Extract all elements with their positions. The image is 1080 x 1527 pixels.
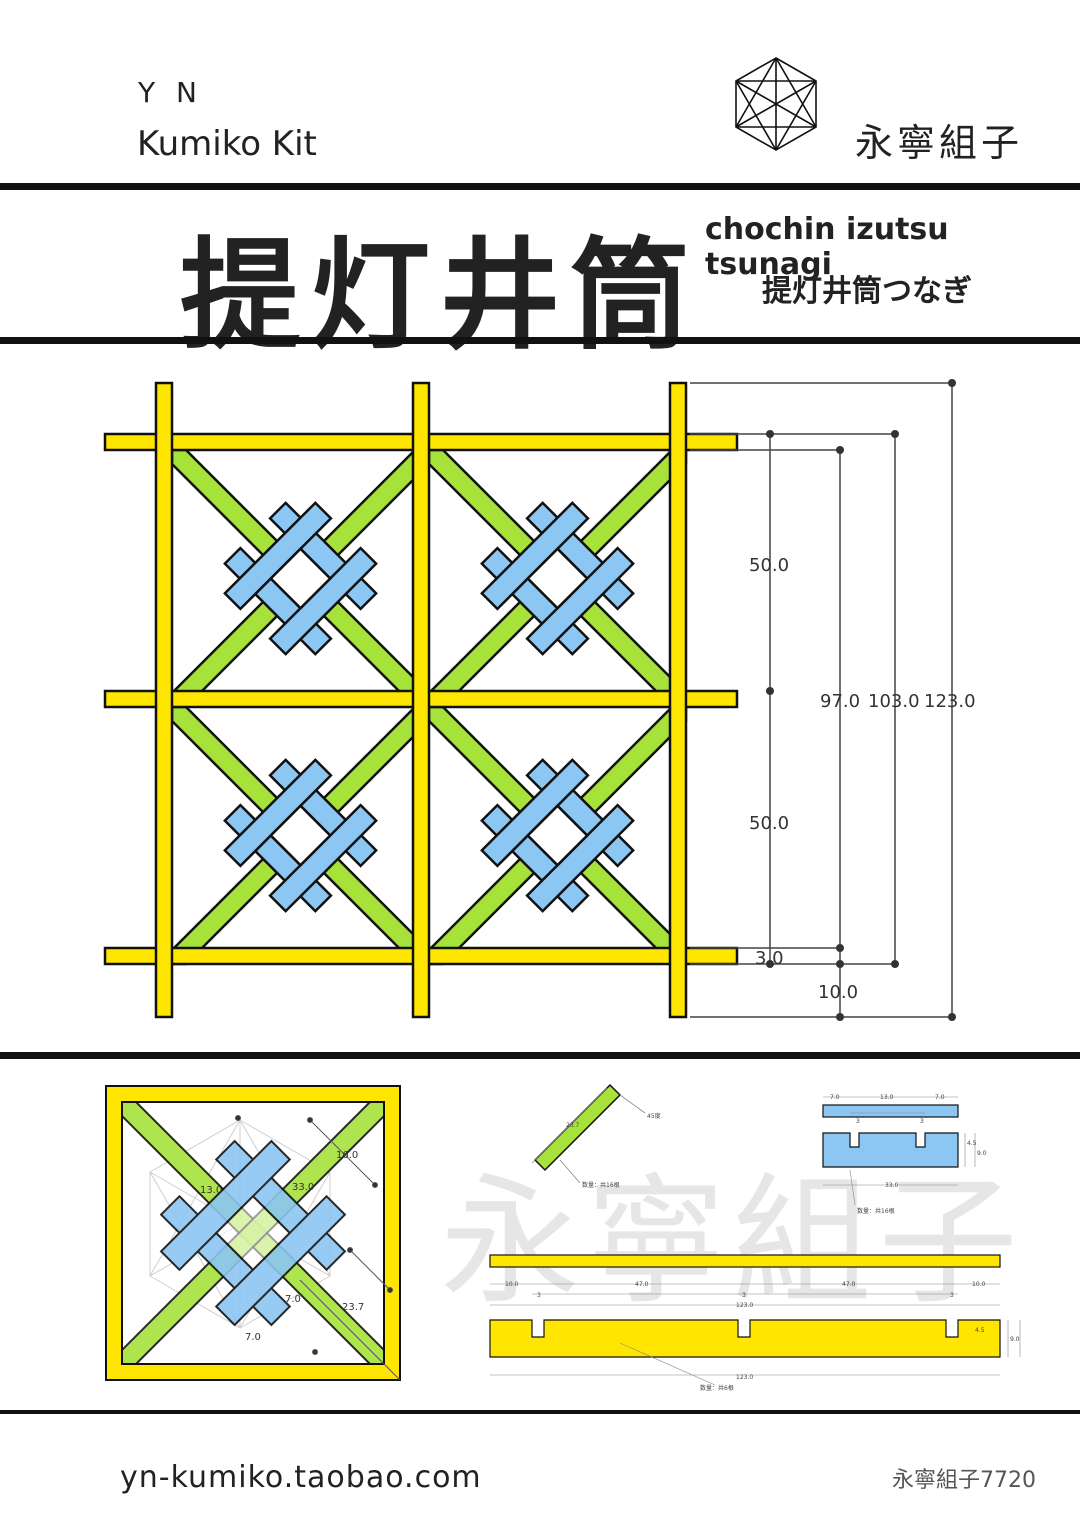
parts-drawings: 23.7 45度 数量：共16根 7.0 13.0 7.0 3 3 4.5 9.… xyxy=(489,1083,1021,1392)
dim-lower-cell: 50.0 xyxy=(749,813,789,834)
part-blue-3a: 3 xyxy=(856,1118,860,1125)
dim-upper-cell: 50.0 xyxy=(749,555,789,576)
title-romaji: chochin izutsu tsunagi xyxy=(705,212,949,282)
dim-123: 123.0 xyxy=(924,691,976,712)
detail-dim-16: 16.0 xyxy=(336,1150,358,1161)
title-japanese: 提灯井筒つなぎ xyxy=(762,274,972,309)
brand-chinese: 永寧組子 xyxy=(855,121,1024,165)
detail-dim-7b: 7.0 xyxy=(245,1332,261,1343)
dim-3: 3.0 xyxy=(755,948,784,969)
part-long-90: 9.0 xyxy=(1010,1336,1020,1343)
divider-middle xyxy=(0,337,1080,344)
part-blue-90: 9.0 xyxy=(977,1150,987,1157)
pattern-cell-top-right xyxy=(427,448,688,709)
part-long-47b: 47.0 xyxy=(842,1281,856,1288)
part-blue-3b: 3 xyxy=(920,1118,924,1125)
part-long-10b: 10.0 xyxy=(972,1281,986,1288)
watermark-logo: 永寧組子 xyxy=(440,1161,1020,1320)
part-diag-angle: 45度 xyxy=(647,1112,661,1120)
part-diag-length: 23.7 xyxy=(566,1122,580,1129)
pattern-cell-bottom-left xyxy=(170,705,431,966)
divider-top xyxy=(0,183,1080,190)
detail-dim-13: 13.0 xyxy=(200,1185,222,1196)
brand-yn: Y N xyxy=(138,76,203,109)
part-long-quantity: 数量：共6根 xyxy=(700,1384,734,1392)
svg-text:永寧組子: 永寧組子 xyxy=(440,1161,1020,1320)
part-long-47a: 47.0 xyxy=(635,1281,649,1288)
part-blue-7b: 7.0 xyxy=(935,1094,945,1101)
part-long-123a: 123.0 xyxy=(736,1302,753,1309)
brand-kit-name: Kumiko Kit xyxy=(137,124,317,164)
divider-lower xyxy=(0,1052,1080,1059)
part-long-123b: 123.0 xyxy=(736,1374,753,1381)
shop-url: yn-kumiko.taobao.com xyxy=(120,1460,482,1495)
part-long-3a: 3 xyxy=(537,1292,541,1299)
part-long-3b: 3 xyxy=(742,1292,746,1299)
part-blue-45: 4.5 xyxy=(967,1140,977,1147)
dim-97: 97.0 xyxy=(820,691,860,712)
pattern-cell-top-left xyxy=(170,448,431,709)
page-title: 提灯井筒 xyxy=(180,225,700,366)
pattern-cell-bottom-right xyxy=(427,705,688,966)
part-diag-quantity: 数量：共16根 xyxy=(582,1181,620,1189)
wechat-watermark: 永寧組子7720 xyxy=(892,1468,1036,1493)
main-pattern-diagram: 50.0 50.0 97.0 103.0 123.0 3.0 10.0 xyxy=(103,379,976,1021)
cell-detail-diagram: 13.0 33.0 16.0 7.0 7.0 23.7 xyxy=(105,1085,401,1381)
detail-dim-33: 33.0 xyxy=(292,1182,314,1193)
divider-bottom xyxy=(0,1410,1080,1414)
part-blue-33: 33.0 xyxy=(885,1182,899,1189)
dim-10: 10.0 xyxy=(818,982,858,1003)
dim-103: 103.0 xyxy=(868,691,920,712)
part-long-10a: 10.0 xyxy=(505,1281,519,1288)
detail-dim-23-7: 23.7 xyxy=(342,1302,364,1313)
part-blue-13: 13.0 xyxy=(880,1094,894,1101)
part-blue-7a: 7.0 xyxy=(830,1094,840,1101)
part-long-45: 4.5 xyxy=(975,1327,985,1334)
part-long-3c: 3 xyxy=(950,1292,954,1299)
detail-dim-7a: 7.0 xyxy=(285,1294,301,1305)
asanoha-logo-icon xyxy=(735,57,817,151)
part-blue-quantity: 数量：共16根 xyxy=(857,1207,895,1215)
